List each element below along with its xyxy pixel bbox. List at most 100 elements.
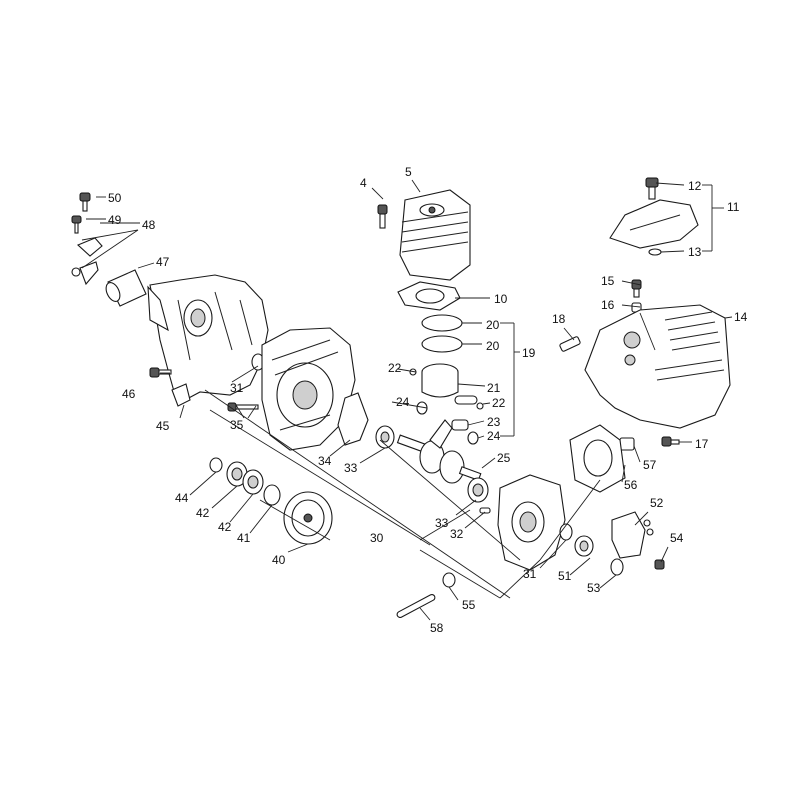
leader-line bbox=[81, 229, 139, 241]
screw-12-drawing bbox=[645, 177, 659, 200]
callout-labels: 50 49 48 47 46 45 31 35 34 33 44 42 42 4… bbox=[108, 165, 748, 635]
leader-line bbox=[329, 439, 351, 457]
tag-18-drawing bbox=[559, 336, 581, 352]
assembly-axis-line bbox=[419, 549, 501, 599]
callout-42a: 42 bbox=[196, 506, 210, 520]
leader-line bbox=[633, 445, 641, 463]
leader-line bbox=[634, 511, 649, 526]
callout-34: 34 bbox=[318, 454, 332, 468]
leader-line bbox=[179, 404, 185, 419]
callout-24b: 24 bbox=[487, 429, 501, 443]
leader-line bbox=[467, 420, 485, 426]
washer-24b-drawing bbox=[467, 431, 479, 445]
leader-line bbox=[391, 401, 428, 409]
callout-54: 54 bbox=[670, 531, 684, 545]
screw-50-drawing bbox=[79, 192, 91, 212]
callout-33-left: 33 bbox=[344, 461, 358, 475]
assembly-axis-line bbox=[204, 389, 511, 599]
assembly-axis-line bbox=[539, 479, 601, 561]
callout-18: 18 bbox=[552, 312, 566, 326]
bearing-42b-drawing bbox=[242, 469, 264, 495]
plate-57-drawing bbox=[619, 437, 635, 451]
leader-line bbox=[621, 280, 642, 286]
callout-46: 46 bbox=[122, 387, 136, 401]
callout-31-right: 31 bbox=[523, 567, 537, 581]
leader-line bbox=[137, 262, 155, 269]
leader-line bbox=[639, 312, 656, 351]
leader-line bbox=[660, 250, 685, 253]
callout-47: 47 bbox=[156, 255, 170, 269]
callout-10: 10 bbox=[494, 292, 508, 306]
leader-line bbox=[599, 574, 617, 589]
assembly-axis-line bbox=[379, 439, 521, 561]
leader-line bbox=[539, 539, 567, 569]
callout-20b: 20 bbox=[486, 339, 500, 353]
leader-line bbox=[211, 485, 238, 509]
callout-49: 49 bbox=[108, 213, 122, 227]
ring-41-drawing bbox=[263, 484, 281, 506]
callout-35: 35 bbox=[230, 418, 244, 432]
callout-12: 12 bbox=[688, 179, 702, 193]
clip-22b-drawing bbox=[476, 402, 484, 410]
callout-17: 17 bbox=[695, 437, 709, 451]
callout-57: 57 bbox=[643, 458, 657, 472]
part-drawings bbox=[71, 177, 731, 619]
pin-58-drawing bbox=[396, 593, 436, 619]
leader-line bbox=[287, 543, 309, 553]
gear-53-drawing bbox=[610, 558, 624, 576]
assembly-axis-line bbox=[499, 559, 541, 599]
leader-line bbox=[621, 304, 641, 308]
crankcase-right-drawing bbox=[497, 474, 566, 571]
leader-line bbox=[247, 405, 257, 419]
callout-13: 13 bbox=[688, 245, 702, 259]
callout-23: 23 bbox=[487, 415, 501, 429]
leader-line bbox=[457, 383, 486, 387]
callout-5: 5 bbox=[405, 165, 412, 179]
ring-20a-drawing bbox=[421, 314, 463, 332]
crankshaft-25-drawing bbox=[396, 419, 482, 484]
callout-24a: 24 bbox=[396, 395, 410, 409]
callout-16: 16 bbox=[601, 298, 615, 312]
leader-line bbox=[477, 435, 485, 439]
leader-line bbox=[724, 316, 733, 319]
callout-22b: 22 bbox=[492, 396, 506, 410]
callout-53: 53 bbox=[587, 581, 601, 595]
leader-lines bbox=[81, 179, 733, 621]
leader-line bbox=[231, 365, 259, 383]
callout-15: 15 bbox=[601, 274, 615, 288]
screw-35-drawing bbox=[227, 402, 259, 412]
leader-line bbox=[411, 179, 421, 193]
crankcase-45-drawing bbox=[147, 274, 269, 407]
bolt-4-drawing bbox=[377, 204, 388, 229]
leader-line bbox=[464, 511, 486, 529]
leader-line bbox=[419, 607, 431, 621]
leader-line bbox=[482, 402, 491, 405]
callout-52: 52 bbox=[650, 496, 664, 510]
callout-14: 14 bbox=[734, 310, 748, 324]
callout-31-left: 31 bbox=[230, 381, 244, 395]
crankcase-center-drawing bbox=[261, 327, 356, 451]
leader-line bbox=[448, 586, 459, 601]
callout-41: 41 bbox=[237, 531, 251, 545]
screw-54-drawing bbox=[654, 559, 665, 570]
callout-30: 30 bbox=[370, 531, 384, 545]
leader-line bbox=[189, 471, 217, 496]
cover-11-drawing bbox=[609, 199, 699, 249]
callout-33-right: 33 bbox=[435, 516, 449, 530]
callout-50: 50 bbox=[108, 191, 122, 205]
pin-32-drawing bbox=[479, 507, 491, 514]
callout-42b: 42 bbox=[218, 520, 232, 534]
leader-line bbox=[655, 182, 685, 186]
callout-45: 45 bbox=[156, 419, 170, 433]
bearing-23-drawing bbox=[451, 419, 469, 431]
washer-13-drawing bbox=[648, 248, 662, 256]
gasket-10-drawing bbox=[397, 281, 461, 311]
assembly-axis-line bbox=[259, 499, 331, 541]
callout-4: 4 bbox=[360, 176, 367, 190]
leader-line bbox=[621, 464, 626, 483]
screw-15-drawing bbox=[631, 279, 642, 298]
clip-44-drawing bbox=[209, 457, 223, 473]
pump-52-drawing bbox=[611, 511, 654, 559]
pin-drawing bbox=[454, 395, 478, 405]
